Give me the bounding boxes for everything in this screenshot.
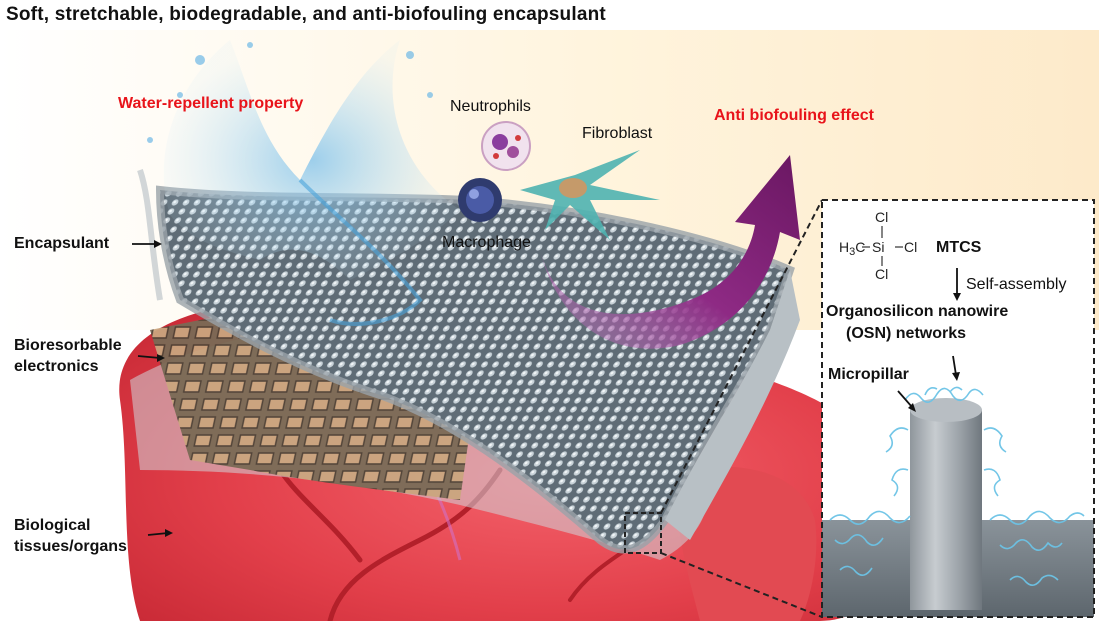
tissues-label-line2: tissues/organs	[14, 538, 127, 555]
tissues-label-line1: Biological	[14, 517, 91, 534]
bioresorbable-label-line1: Bioresorbable	[14, 337, 122, 354]
formula-bonds	[862, 226, 903, 266]
neutrophil-cell	[481, 121, 531, 171]
electronics-array	[150, 300, 470, 500]
fibroblast-cell	[520, 150, 660, 240]
formula-si: Si	[872, 239, 885, 255]
water-repellent-label: Water-repellent property	[118, 95, 304, 112]
pointer-arrows	[132, 240, 961, 537]
formula-cl-top: Cl	[875, 209, 889, 225]
osn-label-line2: (OSN) networks	[846, 325, 967, 342]
self-assembly-label: Self-assembly	[966, 276, 1067, 293]
inset-panel	[821, 199, 1095, 618]
osn-label-line1: Organosilicon nanowire	[826, 303, 1009, 320]
water-splash	[147, 40, 460, 326]
micropillar-label: Micropillar	[828, 366, 909, 383]
macrophage-cell	[458, 178, 502, 222]
anti-biofouling-label: Anti biofouling effect	[714, 107, 874, 124]
formula-cl-right: Cl	[904, 239, 918, 255]
zoom-line-bottom	[660, 552, 823, 618]
zoom-line-top	[660, 199, 823, 514]
anti-biofouling-arrow	[540, 155, 800, 349]
encapsulant-sheet	[137, 169, 800, 554]
figure-title: Soft, stretchable, biodegradable, and an…	[6, 4, 606, 25]
zoom-box	[624, 512, 662, 554]
macrophage-label: Macrophage	[442, 234, 531, 251]
bioresorbable-label-line2: electronics	[14, 358, 99, 375]
fibroblast-label: Fibroblast	[582, 125, 653, 142]
formula-ch3: H3C	[839, 239, 866, 258]
encapsulant-label: Encapsulant	[14, 235, 110, 252]
neutrophils-label: Neutrophils	[450, 98, 531, 115]
formula-cl-bottom: Cl	[875, 266, 889, 282]
mtcs-label: MTCS	[936, 239, 982, 256]
